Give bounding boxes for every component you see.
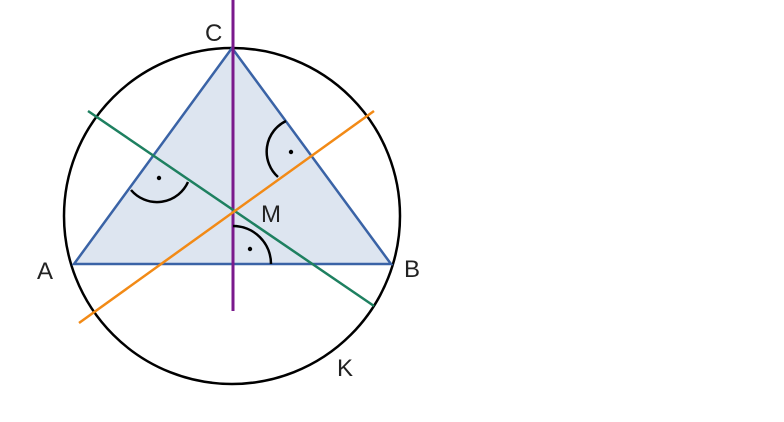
perpendicular-bisector-bc — [78, 109, 375, 325]
right-angle-mark-ab — [232, 224, 273, 265]
perpendicular-bisector-ac — [87, 109, 375, 308]
point-label-b: B — [404, 256, 420, 283]
circle-label-k: K — [337, 355, 353, 382]
right-angle-dot-bc — [288, 149, 294, 155]
point-label-a: A — [37, 258, 53, 285]
right-angle-dot-ab — [247, 246, 253, 252]
right-angle-mark-bc — [265, 119, 287, 178]
point-label-m: M — [261, 201, 281, 228]
point-label-c: C — [205, 20, 222, 47]
right-angle-dot-ac — [156, 175, 162, 181]
right-angle-mark-ac — [130, 181, 190, 204]
